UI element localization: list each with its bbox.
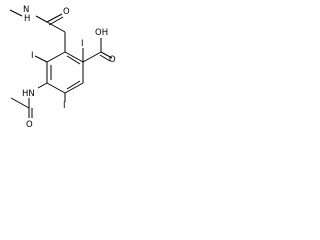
label-carboxyl-o: O (109, 55, 116, 65)
label-h-top: H (24, 14, 30, 24)
amide-cn (35, 15, 48, 23)
label-i-top: I (81, 39, 84, 49)
bond-c-o-1 (100, 51, 113, 59)
molecule-drawing: N H O OH O I I I HN O (9, 5, 116, 130)
bond-ring-nh (37, 82, 48, 89)
ring-double-2 (66, 80, 81, 90)
label-n-top: N (23, 5, 29, 15)
label-i-left: I (31, 51, 34, 61)
label-i-bottom: I (63, 101, 66, 111)
bond-i-left (34, 55, 48, 63)
ring-double-3 (66, 55, 81, 65)
ch2-to-carbonyl (46, 21, 66, 33)
label-acetamide-hn: HN (22, 89, 35, 99)
amide-co-1 (46, 13, 63, 23)
n-methyl (9, 9, 23, 17)
label-carboxyl-oh: OH (95, 28, 108, 38)
ring-bond-3 (46, 82, 66, 94)
ring-bond-1 (46, 51, 66, 63)
label-amide-o: O (63, 7, 70, 17)
ring-bond-4 (64, 82, 84, 94)
bond-c-o-2 (99, 54, 111, 62)
amide-co-2 (48, 16, 64, 26)
label-acetamide-o: O (26, 120, 33, 130)
bond-carboxyl (82, 51, 102, 63)
bond-c-ch3 (10, 97, 30, 109)
ring-bond-6 (64, 51, 84, 63)
structure-diagram: N H O OH O I I I HN O (0, 0, 122, 132)
